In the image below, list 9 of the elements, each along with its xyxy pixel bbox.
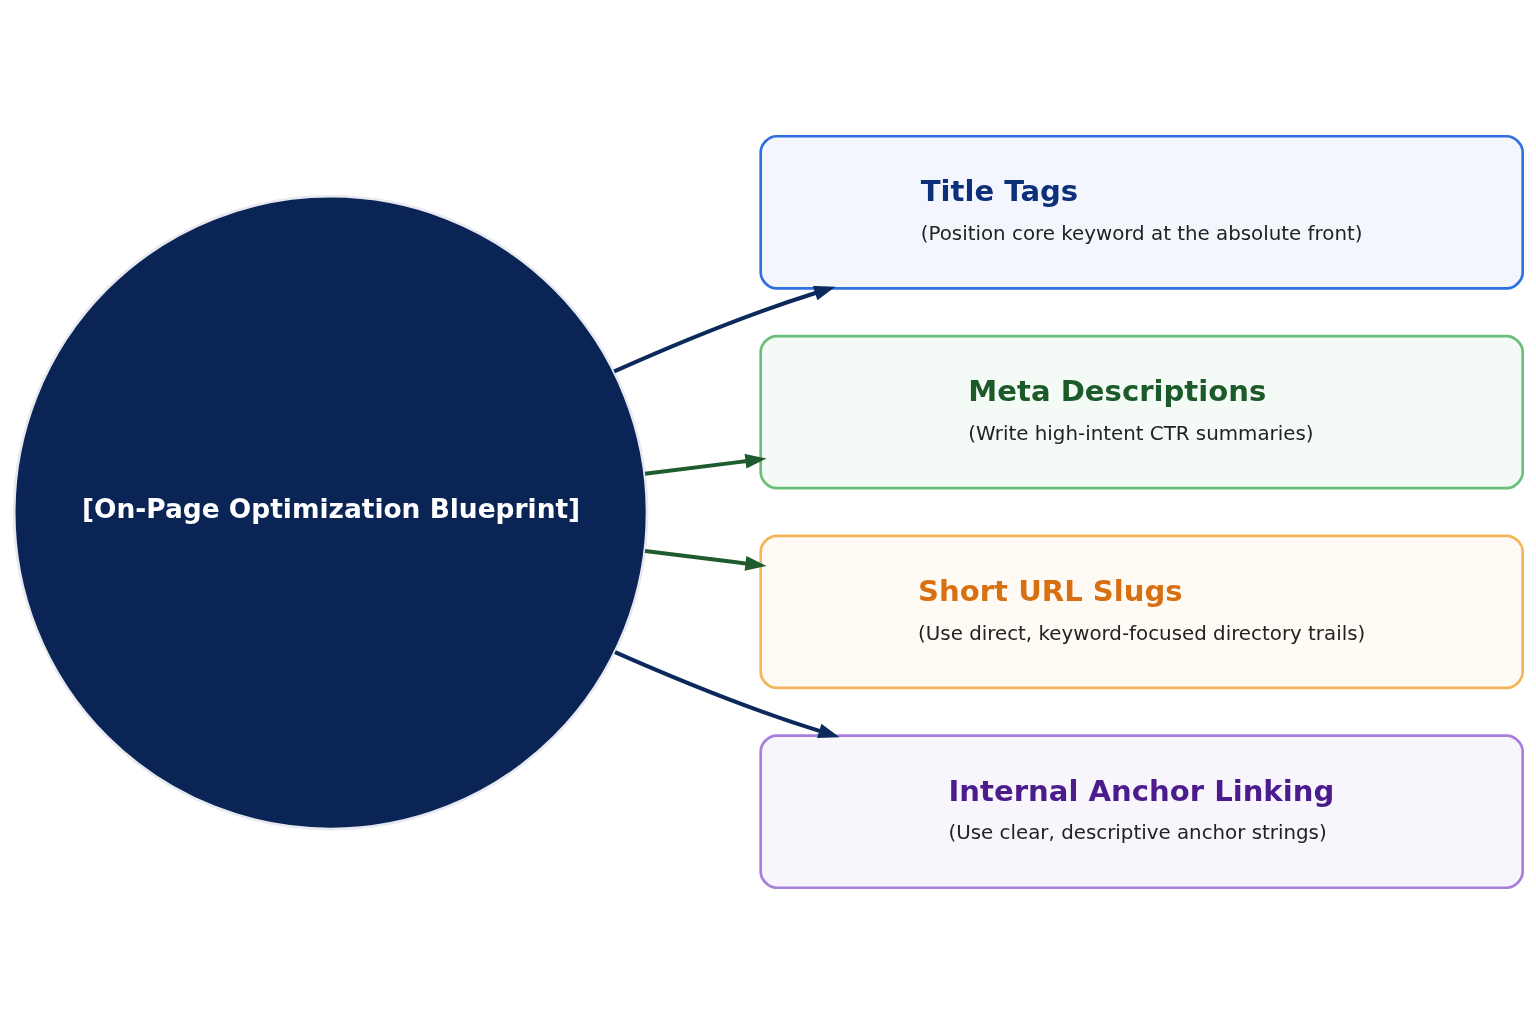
node-box: Meta Descriptions (Write high-intent CTR summaries) — [758, 334, 1524, 490]
arrow — [613, 650, 840, 738]
node-box: Title Tags (Position core keyword at the absolute front) — [758, 134, 1524, 290]
node-box: Internal Anchor Linking (Use clear, descriptive anchor strings) — [758, 734, 1524, 890]
node-box: Short URL Slugs (Use direct, keyword-focused directory trails) — [758, 534, 1524, 690]
arrow — [644, 453, 767, 476]
arrow — [644, 549, 767, 571]
arrow — [612, 286, 835, 374]
node-circle: [On-Page Optimization Blueprint] — [12, 194, 648, 831]
